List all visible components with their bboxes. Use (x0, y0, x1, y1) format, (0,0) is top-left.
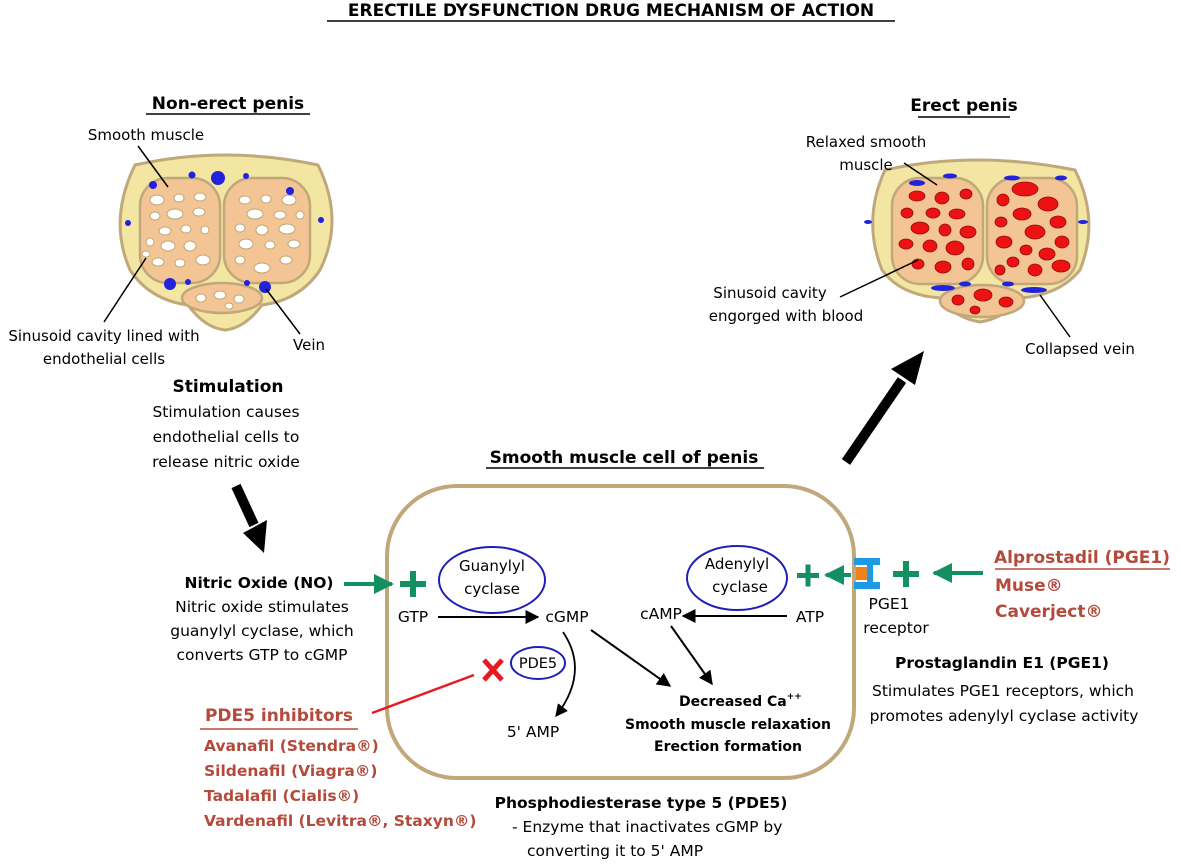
erect-heading: Erect penis (910, 96, 1017, 116)
pde5-drug-sildenafil: Sildenafil (Viagra®) (204, 762, 377, 780)
pointer-relaxed (903, 162, 938, 186)
pde5-drug-tadalafil: Tadalafil (Cialis®) (204, 787, 359, 805)
label-vein: Vein (293, 336, 325, 354)
stimulation-arrow (231, 483, 267, 553)
stimulation-line2: endothelial cells to (153, 428, 300, 446)
adenylyl-cyclase-enzyme (686, 545, 788, 611)
label-relaxed-line1: Relaxed smooth (806, 133, 926, 151)
stimulation-line1: Stimulation causes (152, 403, 299, 421)
nitric-oxide-heading: Nitric Oxide (NO) (184, 574, 333, 592)
non-erect-cross-section (118, 153, 334, 332)
stimulate-plus-adenylyl (797, 564, 819, 587)
erect-cross-section (864, 158, 1091, 324)
guanylyl-line2: cyclase (464, 580, 520, 598)
guanylyl-cyclase-enzyme (438, 546, 546, 614)
label-engorged-line1: Sinusoid cavity (713, 284, 827, 302)
label-decreased-ca: Decreased Ca++ (679, 692, 802, 710)
arrow-camp-to-outcome (670, 625, 713, 686)
non-erect-heading: Non-erect penis (152, 94, 304, 114)
alprostadil-heading: Alprostadil (PGE1) (994, 548, 1170, 568)
pde5-enzyme (510, 646, 566, 680)
label-pde5: PDE5 (519, 656, 557, 672)
label-smooth-muscle: Smooth muscle (88, 126, 204, 144)
cell-heading: Smooth muscle cell of penis (490, 448, 759, 468)
pge1-receptor-line1: PGE1 (868, 595, 909, 613)
nitric-oxide-line1: Nitric oxide stimulates (175, 598, 349, 616)
label-camp: cAMP (640, 605, 682, 623)
page-title: ERECTILE DYSFUNCTION DRUG MECHANISM OF A… (348, 1, 874, 21)
arrow-cgmp-to-outcome (590, 629, 672, 687)
label-erection: Erection formation (654, 739, 802, 755)
stimulation-line3: release nitric oxide (152, 453, 300, 471)
label-collapsed-vein: Collapsed vein (1025, 340, 1135, 358)
label-cgmp: cGMP (545, 608, 588, 626)
nitric-oxide-line2: guanylyl cyclase, which (170, 622, 354, 640)
label-5-amp: 5' AMP (507, 723, 559, 741)
pde5-enzyme-heading: Phosphodiesterase type 5 (PDE5) (495, 794, 788, 812)
prostaglandin-heading: Prostaglandin E1 (PGE1) (895, 654, 1109, 672)
pointer-engorged (839, 259, 919, 298)
nitric-oxide-line3: converts GTP to cGMP (177, 646, 348, 664)
label-relaxed-line2: muscle (839, 156, 893, 174)
label-gtp: GTP (398, 608, 428, 626)
prostaglandin-line1: Stimulates PGE1 receptors, which (872, 682, 1134, 700)
adenylyl-line2: cyclase (712, 578, 768, 596)
prostaglandin-line2: promotes adenylyl cyclase activity (870, 707, 1139, 725)
alprostadil-brand-muse: Muse® (995, 576, 1063, 596)
pde5-drug-vardenafil: Vardenafil (Levitra®, Staxyn®) (204, 812, 477, 830)
pointer-vein (265, 288, 301, 335)
label-relaxation: Smooth muscle relaxation (625, 717, 831, 733)
label-sinusoid-line2: endothelial cells (43, 350, 165, 368)
stimulate-plus-guanylyl (400, 571, 426, 597)
label-atp: ATP (796, 608, 824, 626)
smooth-muscle-cell (385, 484, 856, 780)
label-engorged-line2: engorged with blood (709, 307, 864, 325)
inhibit-x-icon (482, 658, 504, 682)
pde5-enzyme-line1: - Enzyme that inactivates cGMP by (512, 818, 782, 836)
label-sinusoid-line1: Sinusoid cavity lined with (8, 327, 199, 345)
pge1-receptor-line2: receptor (863, 619, 929, 637)
stimulation-heading: Stimulation (172, 377, 283, 397)
pointer-smooth-muscle (137, 145, 169, 188)
pde5-inhibition-line (371, 673, 475, 715)
arrow-cgmp-to-amp (555, 631, 576, 717)
pde5-enzyme-line2: converting it to 5' AMP (527, 842, 703, 860)
pde5-inhibitors-heading: PDE5 inhibitors (205, 706, 353, 726)
guanylyl-line1: Guanylyl (459, 557, 525, 575)
pointer-sinusoid (103, 257, 147, 323)
stimulate-plus-receptor (893, 561, 919, 587)
adenylyl-line1: Adenylyl (705, 555, 769, 573)
pde5-drug-avanafil: Avanafil (Stendra®) (204, 737, 379, 755)
pge1-receptor-icon (854, 558, 880, 589)
alprostadil-brand-caverject: Caverject® (995, 602, 1103, 622)
erection-result-arrow (841, 351, 924, 465)
pointer-collapsed-vein (1039, 294, 1071, 338)
